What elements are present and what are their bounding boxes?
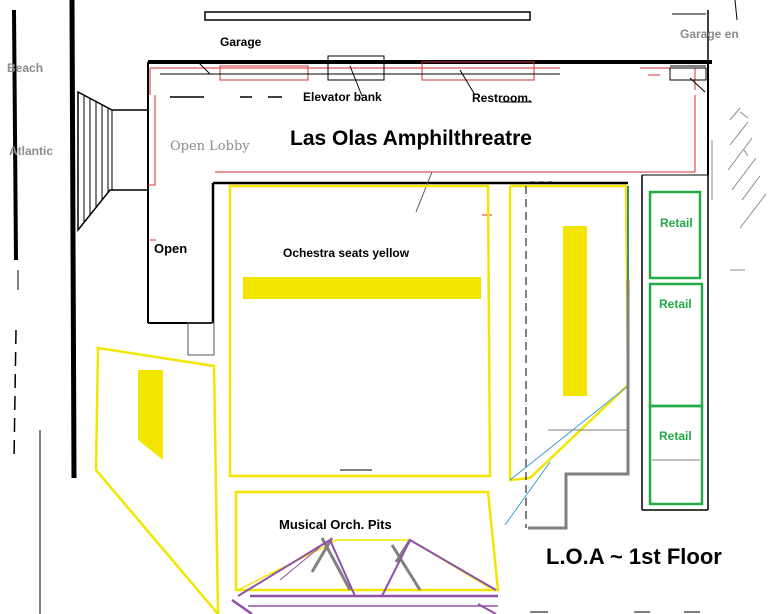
orchestra-label: Ochestra seats yellow: [283, 246, 410, 260]
title-pointer: [415, 171, 433, 213]
retail-units: [648, 190, 704, 506]
entry-box: [187, 322, 215, 356]
garage-entrance-label: Garage en: [680, 27, 739, 41]
floor-caption: L.O.A ~ 1st Floor: [546, 544, 722, 569]
retail-3-label: Retail: [659, 429, 692, 443]
orchestra-pits-label: Musical Orch. Pits: [279, 517, 392, 532]
garage-bar: [204, 11, 531, 21]
side-seating-left: [94, 346, 220, 614]
retail-2-label: Retail: [659, 297, 692, 311]
retail-1-label: Retail: [660, 216, 693, 230]
ramp-stairs: [77, 90, 149, 233]
building-walls: [147, 0, 738, 511]
open-lobby-label: Open Lobby: [170, 139, 250, 154]
elevator-bank-label: Elevator bank: [303, 90, 382, 104]
stage-right-wall: [528, 280, 630, 530]
orchestra-pit: [231, 490, 500, 614]
garage-label: Garage: [220, 35, 262, 49]
beach-label: Beach: [7, 61, 44, 75]
restroom-label: Restroom.: [472, 91, 532, 105]
open-lobby-outline: [148, 67, 696, 241]
side-seating-right: [508, 181, 630, 528]
street-lines: [12, 0, 77, 614]
service-core: [160, 55, 707, 103]
atlantic-label: Atlantic: [9, 144, 54, 158]
exterior-hatch: [711, 107, 767, 271]
open-label: Open: [154, 241, 188, 256]
venue-title: Las Olas Amphilthreatre: [290, 127, 532, 150]
orchestra-seating: [228, 184, 492, 478]
